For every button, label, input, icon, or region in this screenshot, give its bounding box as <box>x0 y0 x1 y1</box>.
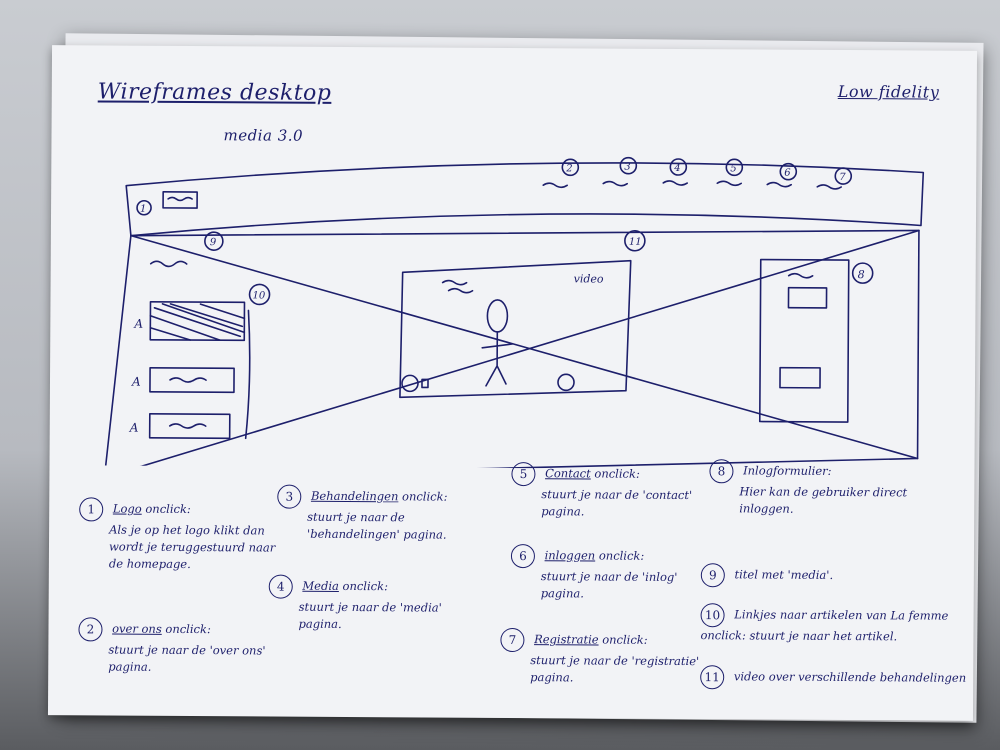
marker-4: 4 <box>673 163 680 174</box>
note-body: stuurt je naar de 'over ons' pagina. <box>108 642 266 674</box>
note-rest: onclick: <box>598 548 645 563</box>
note-rest: video over verschillende behandelingen <box>733 669 967 685</box>
nav-item-4 <box>662 180 689 186</box>
article-link-3 <box>148 412 231 440</box>
content-cross-a <box>130 234 919 460</box>
note-body: stuurt je naar de 'contact' pagina. <box>541 487 693 519</box>
note-number: 8 <box>709 459 734 484</box>
note-lead: Registratie <box>534 632 599 647</box>
stick-figure-body <box>481 331 514 387</box>
header-bar <box>125 162 925 237</box>
note-lead: inloggen <box>544 548 596 563</box>
media-title-scribble <box>149 260 188 268</box>
note-body: Als je op het logo klikt dan wordt je te… <box>108 522 276 572</box>
note-9: 9 titel met 'media'. <box>700 563 931 588</box>
nav-item-7 <box>816 184 843 190</box>
marker-10: 10 <box>252 290 265 301</box>
article-link-2 <box>149 366 235 394</box>
login-button <box>779 366 821 389</box>
paper-sheet: Wireframes desktop media 3.0 Low fidelit… <box>47 45 978 721</box>
note-number: 10 <box>700 603 725 628</box>
marker-11: 11 <box>629 237 642 248</box>
note-number: 9 <box>700 563 725 588</box>
nav-item-6 <box>766 181 793 188</box>
note-lead: Contact <box>545 466 591 481</box>
stick-figure-head <box>486 299 509 333</box>
marker-2: 2 <box>565 163 572 174</box>
login-field <box>787 286 828 309</box>
marker-7: 7 <box>839 172 846 183</box>
note-lead: Logo <box>112 501 142 516</box>
links-scrollbar <box>244 309 251 440</box>
list-prefix-1: A <box>133 317 143 331</box>
note-4: 4 Media onclick: stuurt je naar de 'medi… <box>268 574 478 634</box>
note-rest: titel met 'media'. <box>734 567 834 582</box>
note-rest: onclick: <box>145 501 191 517</box>
marker-1: 1 <box>140 204 146 215</box>
note-rest: onclick: <box>165 621 211 637</box>
video-box <box>399 259 632 399</box>
video-play-left <box>401 374 419 393</box>
note-11: 11 video over verschillende behandelinge… <box>700 665 970 691</box>
note-body: stuurt je naar de 'registratie' pagina. <box>530 653 700 685</box>
marker-8: 8 <box>858 268 865 281</box>
note-number: 5 <box>511 461 536 487</box>
logo-box <box>162 191 198 209</box>
video-label: video <box>574 272 604 285</box>
note-rest: onclick: <box>402 489 448 504</box>
note-rest: Inlogformulier: <box>743 463 832 478</box>
note-rest: onclick: <box>602 632 648 647</box>
marker-5: 5 <box>730 163 736 174</box>
note-body: stuurt je naar de 'inlog' pagina. <box>540 569 678 601</box>
note-lead: Behandelingen <box>310 488 399 504</box>
note-3: 3 Behandelingen onclick: stuurt je naar … <box>277 484 487 544</box>
note-lead: Media <box>302 578 339 593</box>
nav-item-3 <box>602 180 629 187</box>
note-body: stuurt je naar de 'behandelingen' pagina… <box>307 509 447 542</box>
note-8: 8 Inlogformulier: Hier kan de gebruiker … <box>709 459 929 518</box>
note-number: 1 <box>79 497 104 522</box>
note-number: 11 <box>700 665 725 690</box>
note-10: 10 Linkjes naar artikelen van La femme o… <box>700 603 950 646</box>
nav-item-2 <box>542 182 569 189</box>
nav-item-5 <box>716 180 743 187</box>
note-number: 3 <box>277 484 302 509</box>
marker-3: 3 <box>624 162 630 173</box>
note-6: 6 inloggen onclick: stuurt je naar de 'i… <box>510 543 711 603</box>
note-body: stuurt je naar de 'media' pagina. <box>298 599 442 631</box>
note-1: 1 Logo onclick: Als je op het logo klikt… <box>79 497 279 573</box>
note-rest: Linkjes naar artikelen van La femme oncl… <box>700 607 949 644</box>
note-rest: onclick: <box>342 578 389 594</box>
note-body: Hier kan de gebruiker direct inloggen. <box>739 484 908 516</box>
note-5: 5 Contact onclick: stuurt je naar de 'co… <box>511 461 711 521</box>
note-number: 6 <box>510 543 536 569</box>
note-number: 2 <box>78 617 103 642</box>
content-cross-b <box>103 229 920 471</box>
wireframe-sketch: 1 2 3 4 5 6 7 8 9 10 11 video A A A <box>103 156 925 471</box>
marker-9: 9 <box>210 237 217 248</box>
note-rest: onclick: <box>594 466 640 481</box>
marker-6: 6 <box>784 168 791 179</box>
logo-marker <box>136 199 152 216</box>
note-2: 2 over ons onclick: stuurt je naar de 'o… <box>78 617 278 676</box>
login-form-box <box>758 258 850 423</box>
note-7: 7 Registratie onclick: stuurt je naar de… <box>500 627 710 687</box>
note-number: 4 <box>268 574 293 599</box>
list-prefix-2: A <box>131 375 141 389</box>
note-number: 7 <box>500 627 525 653</box>
list-prefix-3: A <box>129 421 139 435</box>
video-play-right <box>557 373 575 392</box>
note-lead: over ons <box>112 621 162 636</box>
article-link-1 <box>149 300 246 342</box>
